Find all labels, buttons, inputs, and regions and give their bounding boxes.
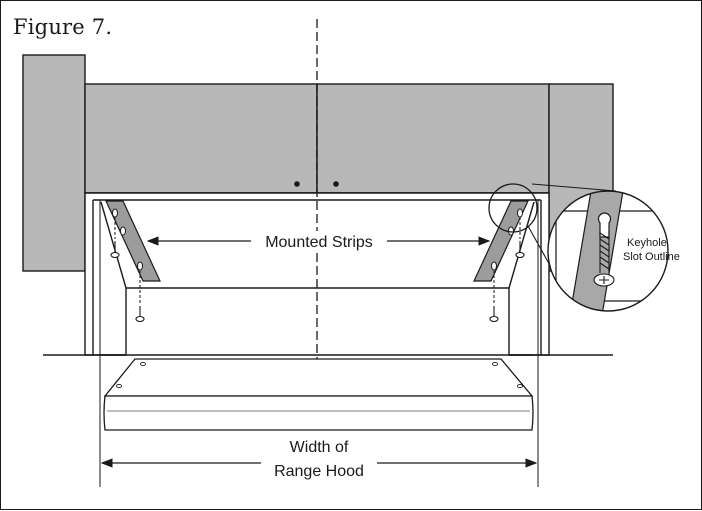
- keyhole-slot-icon: [597, 212, 612, 238]
- width-label-line1: Width of: [290, 439, 349, 456]
- mounted-strips-label: Mounted Strips: [265, 234, 373, 251]
- screw-icon: [515, 241, 525, 259]
- detail-screw-icon: [593, 231, 615, 287]
- screw-icons: [110, 241, 525, 323]
- range-hood-front: [103, 395, 534, 431]
- range-hood-top: [103, 358, 534, 397]
- keyhole-detail-magnified: Keyhole Slot Outline: [547, 190, 680, 312]
- left-side-cabinet: [22, 54, 86, 272]
- upper-cabinet-right-door: [316, 83, 550, 194]
- detail-label-line1: Keyhole: [627, 237, 667, 249]
- detail-label-line2: Slot Outline: [623, 251, 680, 263]
- screw-icon: [135, 306, 145, 323]
- screw-guides: [114, 217, 521, 304]
- detail-source-circle: [488, 183, 538, 233]
- wall-cabinets: [22, 54, 614, 272]
- screw-icon: [110, 241, 120, 259]
- upper-cabinet-left-door: [84, 83, 318, 194]
- figure-title: Figure 7.: [13, 15, 113, 39]
- cabinet-knob-left: [294, 181, 300, 187]
- mounted-strip-right: [473, 200, 529, 282]
- screw-icon: [489, 306, 499, 323]
- width-label-line2: Range Hood: [274, 463, 364, 480]
- cabinet-knob-right: [333, 181, 339, 187]
- range-hood: [103, 358, 534, 431]
- callout-line-top: [531, 183, 617, 192]
